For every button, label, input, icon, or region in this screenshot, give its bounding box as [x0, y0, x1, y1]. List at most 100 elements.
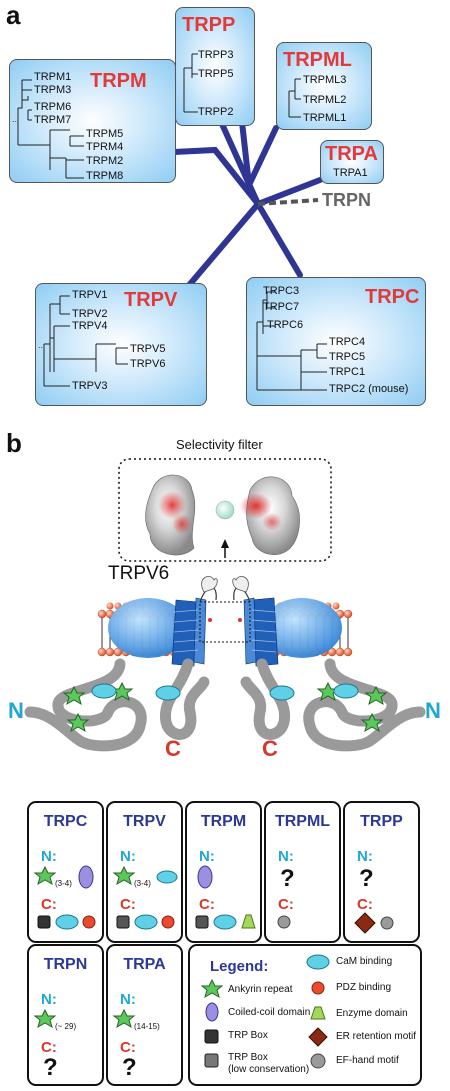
- legend-trp-box-low-2: (low conservation): [228, 1064, 310, 1075]
- card-title: TRPP: [360, 813, 403, 830]
- trpc-domain-card: TRPC N: C: (3-4): [27, 801, 104, 943]
- leaf-trpv6: TRPV6: [130, 358, 166, 370]
- n-terminus-left: N: [8, 698, 24, 723]
- leaf-trpml3: TRPML3: [303, 74, 347, 86]
- leaf-tprm4: TPRM4: [86, 141, 124, 153]
- n-label: N:: [120, 848, 136, 865]
- trpa-domain-card: TRPA N: C: ? (14-15): [106, 944, 183, 1086]
- leaf-trpp3: TRPP3: [198, 49, 234, 61]
- trpn-label: TRPN: [322, 190, 371, 210]
- c-label: C:: [120, 896, 136, 913]
- panel-b-label: b: [6, 428, 22, 458]
- card-title: TRPN: [43, 956, 88, 973]
- n-label: N:: [199, 848, 215, 865]
- leaf-trpm5: TRPM5: [86, 128, 124, 140]
- lipid-head: [343, 647, 353, 657]
- trpv-domain-card: TRPV N: C: (3-4): [106, 801, 183, 943]
- card-title: TRPM: [200, 813, 247, 830]
- leaf-trpc6: TRPC6: [267, 319, 304, 331]
- trpv-tree: ..: [38, 295, 128, 387]
- ankyrin-count: (~ 29): [55, 1022, 77, 1031]
- legend-pdz: PDZ binding: [336, 982, 392, 993]
- leaf-trpm6: TRPM6: [34, 101, 72, 113]
- trpml-title: TRPML: [283, 49, 352, 71]
- ankyrin-count: (3-4): [134, 879, 151, 888]
- leaf-trpm7: TRPM7: [34, 114, 72, 126]
- svg-text:..: ..: [38, 340, 43, 350]
- c-unknown: ?: [43, 1054, 58, 1081]
- lipid-head: [332, 602, 340, 610]
- trpp-domain-card: TRPP N: ? C:: [343, 801, 420, 943]
- legend-enzyme: Enzyme domain: [336, 1008, 408, 1019]
- leaf-trpm3: TRPM3: [34, 84, 72, 96]
- legend-er-retention: ER retention motif: [336, 1031, 417, 1042]
- ankyrin-count: (14-15): [134, 1022, 160, 1031]
- panel-a-label: a: [6, 0, 21, 30]
- card-title: TRPML: [274, 813, 331, 830]
- n-label: N:: [120, 991, 136, 1008]
- trpm-tree: ..: [12, 79, 84, 179]
- n-label: N:: [41, 848, 57, 865]
- leaf-trpa1: TRPA1: [333, 167, 368, 179]
- svg-text:..: ..: [12, 114, 17, 124]
- lipid-head: [106, 602, 114, 610]
- trpa-domains: [112, 1008, 136, 1029]
- channel-diagram: [24, 458, 426, 752]
- leaf-trpc4: TRPC4: [329, 336, 366, 348]
- ankyrin-count: (3-4): [55, 879, 72, 888]
- c-label: C:: [120, 1039, 136, 1056]
- leaf-trpml1: TRPML1: [303, 112, 347, 124]
- legend-symbols: [200, 954, 330, 1069]
- leaf-trpc5: TRPC5: [329, 351, 366, 363]
- leaf-trpm1: TRPM1: [34, 71, 72, 83]
- trpv-domains: [112, 865, 178, 930]
- leaf-trpv5: TRPV5: [130, 343, 166, 355]
- lipid-head: [105, 647, 115, 657]
- trpa-family-box: TRPA TRPA1: [320, 140, 384, 184]
- n-label: N:: [357, 848, 373, 865]
- trpp-domains: [354, 912, 394, 934]
- trpml-family-box: TRPML TRPML3 TRPML2 TRPML1: [276, 42, 372, 130]
- lipid-head: [97, 609, 107, 619]
- c-terminus-right: C: [262, 736, 278, 761]
- c-unknown: ?: [122, 1054, 137, 1081]
- c-label: C:: [41, 1039, 57, 1056]
- trpc-title: TRPC: [365, 286, 420, 308]
- trpm-family-box: .. TRPM TRPM1 TRPM3 TRPM6 TRPM7 TRPM5 TP…: [9, 59, 176, 183]
- leaf-trpp5: TRPP5: [198, 68, 234, 80]
- trpm-domain-card: TRPM N: C:: [185, 801, 262, 943]
- n-unknown: ?: [359, 865, 374, 892]
- legend-coiled-coil: Coiled-coil domain: [228, 1007, 311, 1018]
- leaf-trpc2-mouse: TRPC2 (mouse): [329, 383, 409, 395]
- trpml-tree: [288, 78, 301, 118]
- leaf-trpv1: TRPV1: [72, 289, 108, 301]
- card-title: TRPA: [123, 956, 166, 973]
- trpm-title: TRPM: [90, 70, 147, 92]
- trpn-domain-card: TRPN N: C: ? (~ 29): [27, 944, 104, 1086]
- legend-cam: CaM binding: [336, 956, 393, 967]
- leaf-trpm8: TRPM8: [86, 170, 124, 182]
- legend-box: Legend: Ankyrin repeat Coiled-coil domai…: [188, 944, 422, 1086]
- legend-trp-box: TRP Box: [228, 1030, 268, 1041]
- lipid-head: [335, 647, 345, 657]
- trpc-domains: [33, 865, 96, 930]
- trpml-domain-card: TRPML N: ? C:: [264, 801, 341, 943]
- trpp-title: TRPP: [182, 14, 236, 36]
- legend-ankyrin: Ankyrin repeat: [228, 984, 293, 995]
- leaf-trpc1: TRPC1: [329, 366, 366, 378]
- c-label: C:: [357, 896, 373, 913]
- trpml-domains: [277, 915, 291, 929]
- card-title: TRPC: [43, 813, 88, 830]
- trpm-domains: [195, 865, 256, 930]
- n-unknown: ?: [280, 865, 295, 892]
- leaf-trpp2: TRPP2: [198, 106, 234, 118]
- selectivity-filter-left-protein: [145, 474, 196, 556]
- trpc-family-box: TRPC TRPC3 TRPC7 TRPC6 TRPC4 TRPC5 TRPC1…: [246, 277, 426, 406]
- c-label: C:: [199, 896, 215, 913]
- n-terminus-right: N: [425, 698, 441, 723]
- trpp-family-box: TRPP TRPP3 TRPP5 TRPP2: [175, 7, 255, 126]
- card-title: TRPV: [123, 813, 166, 830]
- leaf-trpc3: TRPC3: [263, 285, 300, 297]
- leaf-trpc7: TRPC7: [263, 301, 300, 313]
- leaf-trpv2: TRPV2: [72, 308, 108, 320]
